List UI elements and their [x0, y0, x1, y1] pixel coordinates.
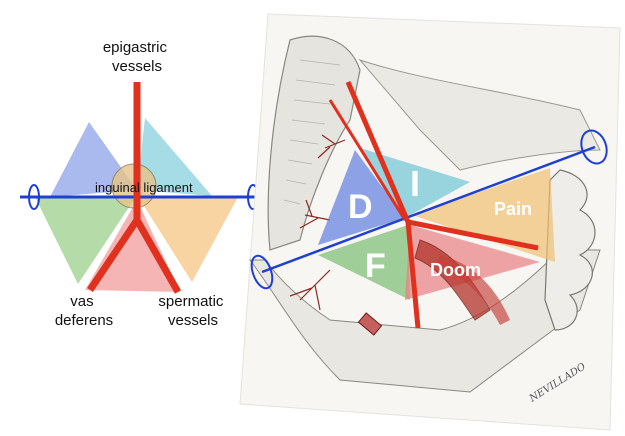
- epigastric-label-line1: epigastric: [103, 39, 168, 56]
- vas-deferens-line2: deferens: [55, 312, 113, 329]
- anatomical-illustration: D I F Pain Doom NEVILLADO: [240, 14, 620, 430]
- epigastric-label-line2: vessels: [112, 58, 162, 75]
- region-pain-label: Pain: [494, 199, 532, 219]
- region-i-label: I: [410, 163, 420, 204]
- region-d-label: D: [348, 188, 373, 226]
- region-doom-label: Doom: [430, 260, 481, 280]
- spermatic-line2: vessels: [168, 312, 218, 329]
- epigastric-label: epigastric vessels: [103, 39, 171, 75]
- region-f-label: F: [365, 247, 386, 285]
- vas-deferens-line1: vas: [70, 293, 93, 310]
- spermatic-label: spermatic vessels: [158, 293, 227, 329]
- inguinal-ligament-label: inguinal ligament: [95, 180, 193, 195]
- vas-deferens-label: vas deferens: [55, 293, 113, 329]
- spermatic-line1: spermatic: [158, 293, 224, 310]
- schematic-diagram: epigastric vessels inguinal ligament vas…: [20, 39, 258, 329]
